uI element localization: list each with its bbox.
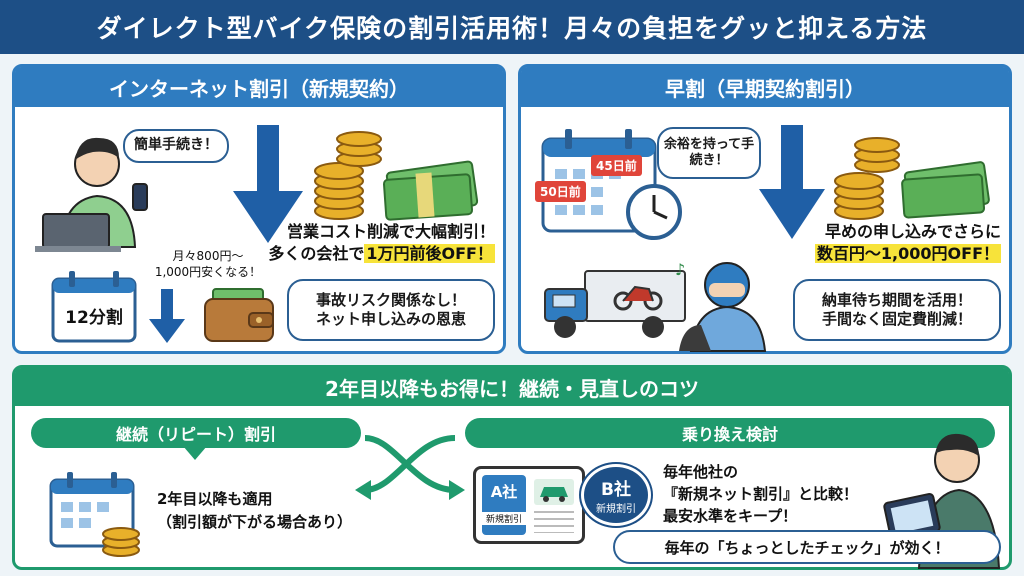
compare-text: 毎年他社の 『新規ネット割引』と比較！ 最安水準をキープ！ [663, 462, 858, 527]
delivery-wait-bubble: 納車待ち期間を活用！ 手間なく固定費削減！ [793, 279, 1001, 341]
pill-pointer-left [183, 446, 207, 460]
person-laptop-illustration [35, 137, 148, 252]
tablet-text-lines [534, 511, 574, 533]
calendar-icon [51, 271, 137, 343]
switch-compare-label: 乗り換え検討 [681, 425, 778, 444]
continuation-panel: 2年目以降もお得に！継続・見直しのコツ 継続（リピート）割引 乗り換え検討 [12, 365, 1012, 570]
repeat-text-line1: 2年目以降も適用 [157, 490, 273, 508]
tag-45-days: 45日前 [591, 155, 642, 176]
company-a-sublabel: 新規割引 [482, 512, 526, 525]
page-title: ダイレクト型バイク保険の割引活用術！月々の負担をグッと抑える方法 [96, 14, 928, 43]
footer-check-text: 毎年の「ちょっとしたチェック」が効く！ [664, 538, 950, 557]
crossing-arrows-icon [355, 435, 465, 500]
internet-main-line1: 営業コスト削減で大幅割引！ [286, 222, 495, 241]
early-discount-header: 早割（早期契約割引） [521, 67, 1009, 107]
early-discount-highlight: 数百円〜1,000円OFF！ [814, 243, 1001, 263]
early-discount-panel: 早割（早期契約割引） 45日前 50日前 余裕を持って手続き！ [518, 64, 1012, 354]
easy-procedure-text: 簡単手続き！ [134, 137, 218, 154]
internet-discount-highlight: 1万円前後OFF！ [364, 243, 495, 263]
title-bar: ダイレクト型バイク保険の割引活用術！月々の負担をグッと抑える方法 [0, 0, 1024, 54]
tag-50-days: 50日前 [535, 181, 586, 202]
repeat-discount-label: 継続（リピート）割引 [115, 425, 276, 444]
early-bubble-text: 余裕を持って手続き！ [663, 136, 755, 168]
coins-cash-icon [314, 131, 479, 221]
no-risk-bubble: 事故リスク関係なし！ ネット申し込みの恩恵 [287, 279, 495, 341]
car-icon [534, 479, 574, 505]
delivery-truck-icon [544, 270, 686, 338]
monthly-note-line2: 1,000円安くなる！ [154, 264, 262, 279]
calendar-label: 12分割 [65, 308, 123, 328]
early-bubble: 余裕を持って手続き！ [657, 127, 761, 179]
early-discount-heading: 早割（早期契約割引） [665, 76, 865, 101]
svg-text:♪: ♪ [675, 260, 685, 279]
tablet-comparison: A社 新規割引 [473, 466, 585, 544]
compare-line1: 毎年他社の [663, 463, 739, 481]
delivery-wait-line1: 納車待ち期間を活用！ [821, 291, 972, 310]
early-main-line1: 早めの申し込みでさらに [824, 222, 1001, 241]
company-a-label: A社 [490, 483, 518, 501]
repeat-discount-pill: 継続（リピート）割引 [31, 418, 361, 448]
switch-compare-pill: 乗り換え検討 [465, 418, 995, 448]
small-down-arrow-icon [149, 289, 185, 343]
internet-discount-panel: インターネット割引（新規契約） 簡単手続き！ [12, 64, 506, 354]
internet-discount-heading: インターネット割引（新規契約） [109, 76, 409, 101]
early-main-text: 早めの申し込みでさらに 数百円〜1,000円OFF！ [741, 221, 1001, 264]
early-down-arrow-icon [759, 125, 825, 239]
wallet-icon [204, 288, 274, 342]
relaxed-rider-illustration: ♪ [675, 260, 767, 352]
internet-main-line2-pre: 多くの会社で [268, 243, 365, 263]
footer-check-bubble: 毎年の「ちょっとしたチェック」が効く！ [613, 530, 1001, 564]
internet-discount-header: インターネット割引（新規契約） [15, 67, 503, 107]
compare-line2: 『新規ネット割引』と比較！ [663, 484, 859, 503]
company-b-sublabel: 新規割引 [596, 504, 636, 515]
repeat-text-line2: （割引額が下がる場合あり） [157, 512, 353, 531]
early-coins-cash-icon [834, 137, 990, 220]
repeat-discount-text: 2年目以降も適用 （割引額が下がる場合あり） [157, 488, 352, 533]
company-a-card: A社 新規割引 [482, 475, 526, 535]
no-risk-line1: 事故リスク関係なし！ [315, 291, 466, 310]
down-arrow-icon [233, 125, 303, 243]
company-b-label: B社 [601, 480, 631, 500]
compare-line3: 最安水準をキープ！ [663, 506, 798, 525]
company-b-badge: B社 新規割引 [581, 464, 651, 526]
continuation-heading: 2年目以降もお得に！継続・見直しのコツ [325, 376, 699, 401]
delivery-wait-line2: 手間なく固定費削減！ [821, 310, 972, 328]
no-risk-line2: ネット申し込みの恩恵 [315, 310, 466, 328]
early-main-line2: 数百円〜1,000円OFF！ [741, 243, 1001, 265]
easy-procedure-bubble: 簡単手続き！ [123, 129, 229, 163]
continuation-header: 2年目以降もお得に！継続・見直しのコツ [15, 368, 1009, 406]
clock-icon [626, 184, 682, 240]
repeat-calendar-icon [49, 472, 140, 557]
monthly-savings-note: 月々800円〜 1,000円安くなる！ [133, 249, 283, 280]
monthly-note-line1: 月々800円〜 [172, 249, 244, 263]
